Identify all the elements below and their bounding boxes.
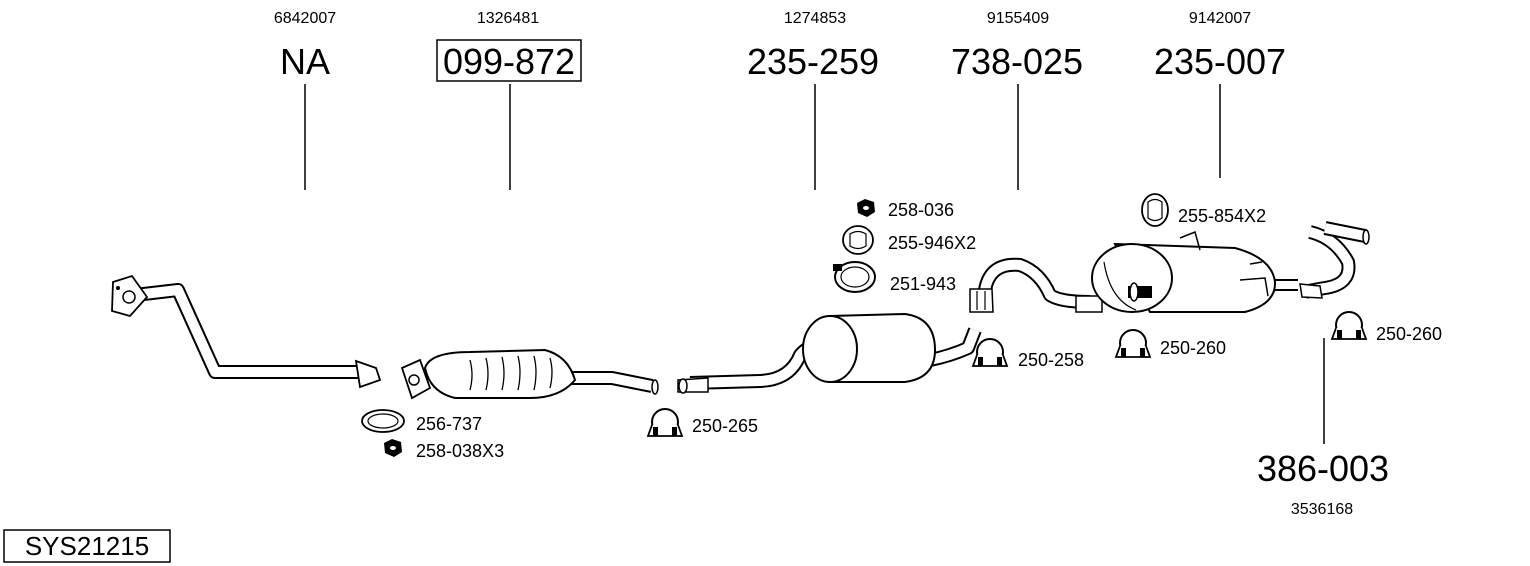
leader-lines [304, 84, 1325, 444]
catalytic-converter [400, 348, 659, 400]
nut-icon [857, 199, 875, 217]
accessory-label[interactable]: 251-943 [890, 274, 956, 294]
part-number-6[interactable]: 386-003 [1257, 448, 1389, 489]
accessory-label[interactable]: 258-036 [888, 200, 954, 220]
part-number-box [436, 39, 582, 82]
accessory-label[interactable]: 256-737 [416, 414, 482, 434]
nut-icon [384, 439, 402, 457]
part-number-4[interactable]: 738-025 [951, 41, 1083, 82]
tailpipe [1299, 221, 1370, 299]
part-number-1[interactable]: NA [280, 41, 330, 82]
oem-number-6: 3536168 [1291, 501, 1353, 518]
accessory-label[interactable]: 250-258 [1018, 350, 1084, 370]
oem-number-1: 6842007 [274, 10, 336, 27]
clamp-icon [646, 408, 684, 437]
accessory-label[interactable]: 255-854X2 [1178, 206, 1266, 226]
rubber-hanger-icon [1141, 193, 1169, 227]
front-pipe [111, 274, 382, 389]
diagram-code: SYS21215 [25, 531, 149, 561]
accessory-label[interactable]: 255-946X2 [888, 233, 976, 253]
accessory-label[interactable]: 250-265 [692, 416, 758, 436]
clamp-icon [971, 338, 1009, 367]
clamp-icon [1114, 329, 1152, 358]
rubber-hanger-icon [842, 225, 874, 255]
oem-number-4: 9155409 [987, 10, 1049, 27]
oem-number-3: 1274853 [784, 10, 846, 27]
clamp-icon [1330, 311, 1368, 340]
oem-number-2: 1326481 [477, 10, 539, 27]
oem-number-5: 9142007 [1189, 10, 1251, 27]
accessory-label[interactable]: 250-260 [1376, 324, 1442, 344]
part-number-3[interactable]: 235-259 [747, 41, 879, 82]
middle-silencer [677, 312, 982, 394]
accessory-label[interactable]: 258-038X3 [416, 441, 504, 461]
part-number-2[interactable]: 099-872 [443, 41, 575, 82]
part-number-5[interactable]: 235-007 [1154, 41, 1286, 82]
diagram-code-box [3, 529, 171, 563]
gasket-ring-icon [361, 409, 405, 433]
accessory-label[interactable]: 250-260 [1160, 338, 1226, 358]
intermediate-pipe [969, 257, 1103, 313]
clamp-icon [833, 261, 876, 293]
rear-silencer [1091, 230, 1298, 313]
